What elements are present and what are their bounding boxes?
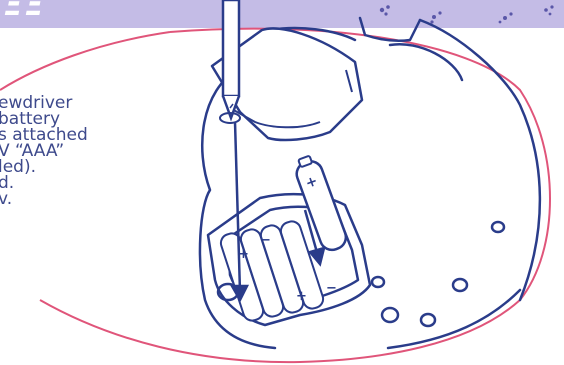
minus-mark: − bbox=[260, 233, 271, 248]
minus-mark: − bbox=[326, 281, 337, 296]
instruction-text: ewdriver battery s attached V “AAA” led)… bbox=[0, 95, 88, 207]
plus-mark: + bbox=[296, 289, 307, 304]
instruction-line: d. bbox=[0, 175, 88, 191]
screwdriver-icon bbox=[220, 0, 240, 123]
instruction-line: v. bbox=[0, 191, 88, 207]
callout-bubble-pointer bbox=[0, 32, 170, 90]
installed-batteries bbox=[219, 219, 326, 323]
